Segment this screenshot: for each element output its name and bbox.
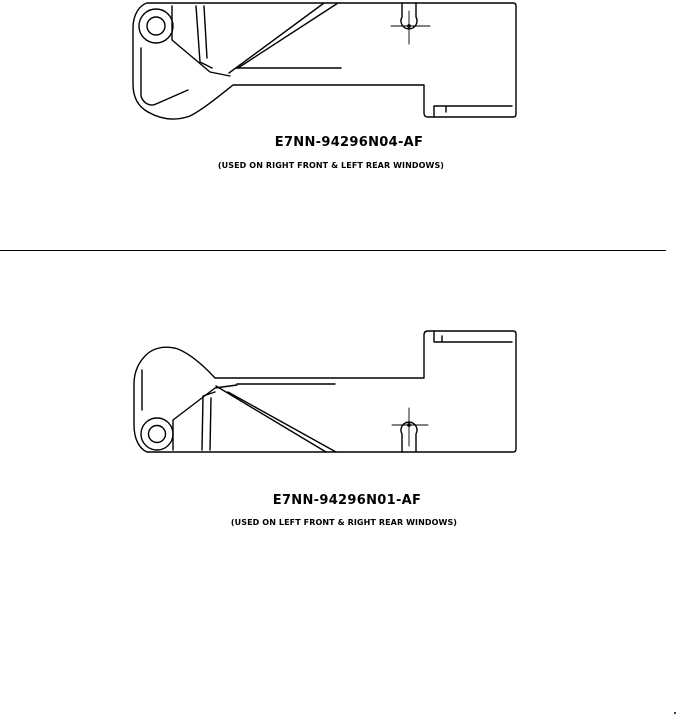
bracket-bottom-tab [433,330,513,343]
bracket-bottom-outline [133,330,517,453]
bracket-top-rib-5 [237,2,339,69]
bracket-top-outline [132,2,517,120]
usage-note-top: (USED ON RIGHT FRONT & LEFT REAR WINDOWS… [217,161,445,170]
bracket-bottom-rib-2 [201,391,216,451]
part-number-top: E7NN-94296N04-AF [274,135,424,150]
bracket-top [132,2,517,120]
bracket-top-keyhole [390,2,431,45]
bracket-top-tab [433,105,513,118]
bracket-bottom-rib-4 [215,385,327,453]
bracket-top-rib-4 [228,2,325,74]
bracket-bottom-rib-1 [172,384,238,451]
bracket-top-rib-1 [171,5,231,77]
bracket-bottom-rib-3 [209,397,212,451]
bracket-top-hole [146,16,166,36]
scan-speck [674,712,676,714]
bracket-top-boss [138,8,174,44]
bracket-bottom-boss [140,417,174,451]
section-divider [0,250,666,251]
bracket-bottom-hole [147,424,167,444]
bracket-top-flange [140,47,189,106]
bracket-bottom-keyhole [391,407,429,453]
bracket-top-rib-3 [203,5,208,59]
bracket-bottom-rib-5 [227,391,337,453]
bracket-bottom [133,330,517,453]
part-number-bottom: E7NN-94296N01-AF [272,493,422,508]
bracket-top-rib-2 [195,5,213,69]
usage-note-bottom: (USED ON LEFT FRONT & RIGHT REAR WINDOWS… [230,518,458,527]
